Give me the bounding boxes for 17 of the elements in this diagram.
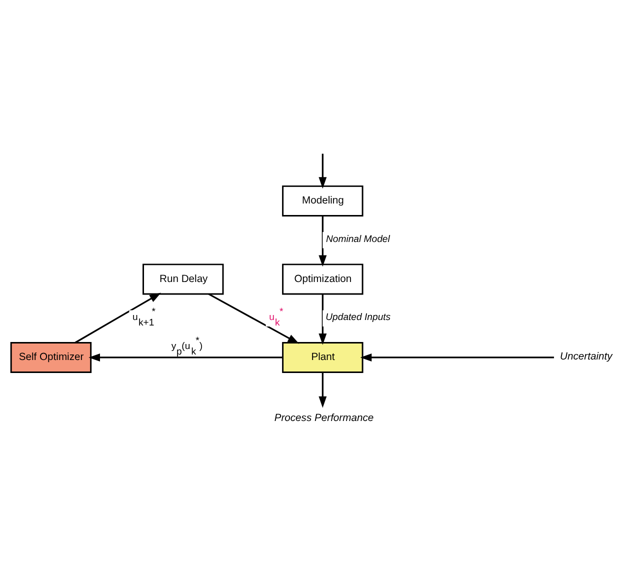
arrow: [318, 372, 327, 408]
edge-label: Nominal Model: [326, 233, 390, 244]
arrow: [360, 352, 554, 361]
node-box: Modeling: [282, 184, 364, 216]
node-text: Uncertainty: [560, 350, 612, 362]
arrow: [88, 352, 283, 361]
edge-label: Updated Inputs: [326, 312, 391, 323]
node-box: Plant: [282, 341, 364, 372]
node-box: Run Delay: [142, 263, 224, 294]
arrow: [318, 153, 327, 188]
arrow: [208, 292, 300, 344]
node-text: Process Performance: [274, 412, 374, 424]
node-box: Optimization: [282, 263, 364, 294]
arrow: [74, 292, 162, 343]
node-box: Self Optimizer: [10, 341, 92, 372]
arrow: [318, 294, 327, 344]
arrow: [318, 215, 327, 266]
